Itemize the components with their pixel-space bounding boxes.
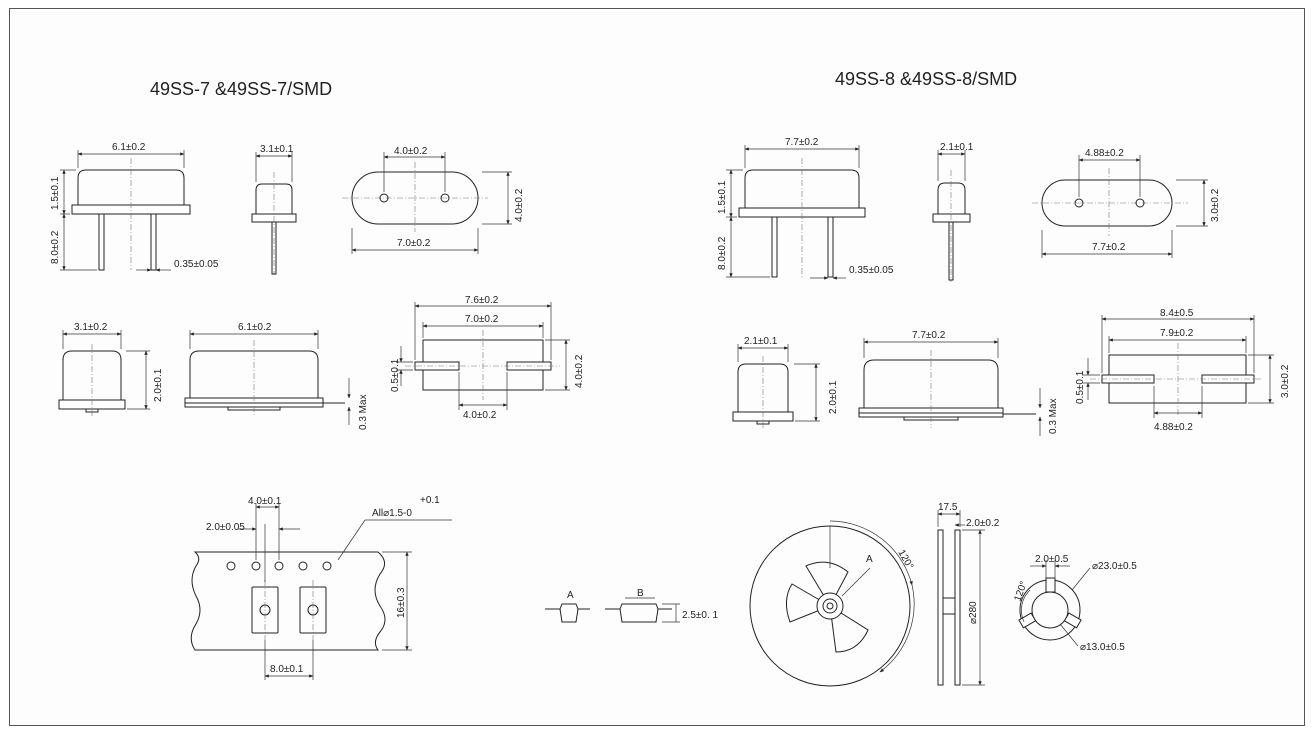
right-front-width: 7.7±0.2 [785,137,819,148]
right-top-view: 4.88±0.2 7.7±0.2 3.0±0.2 [1032,148,1221,258]
left-smd-side-height: 2.0±0.1 [153,368,164,402]
tape-cross-sections: A B 2.5±0. 1 [545,588,719,623]
tape-hole-tol: +0.1 [420,495,440,506]
left-lead-dia: 0.35±0.05 [174,259,219,270]
reel-hub-inner: ⌀13.0±0.5 [1080,642,1125,653]
right-lead-dia: 0.35±0.05 [849,265,894,276]
tape-hole-pitch: 4.0±0.1 [248,496,282,507]
reel-hub-width: 17.5 [938,502,958,513]
left-top-view: 4.0±0.2 7.0±0.2 4.0±0.2 [342,146,525,254]
left-top-height: 4.0±0.2 [514,188,525,222]
right-pad-outer: 8.4±0.5 [1160,308,1194,319]
reel-front-view: 120° A [749,520,915,687]
right-pad-thick: 0.5±0.1 [1075,370,1086,404]
reel-hub-outer: ⌀23.0±0.5 [1092,561,1137,572]
reel-key-width: 2.0±0.5 [1035,554,1069,565]
tape-pocket-pitch: 8.0±0.1 [270,664,304,675]
reel-hub-angle: 120° [1012,580,1029,603]
left-lead-length: 8.0±0.2 [50,230,61,264]
reel-angle: 120° [895,548,915,571]
right-smd-front-width: 7.7±0.2 [912,330,946,341]
tape-width: 16±0.3 [396,587,407,618]
left-pad-outer: 7.6±0.2 [465,295,499,306]
tape-hole-dia: All⌀1.5-0 [372,508,412,519]
left-side-view: 3.1±0.1 [251,144,297,275]
right-body-height: 1.5±0.1 [717,180,728,214]
right-side-width: 2.1±0.1 [940,142,974,153]
right-pad-height: 3.0±0.2 [1280,364,1291,398]
right-top-length: 7.7±0.2 [1092,242,1126,253]
left-pad-gap: 4.0±0.2 [463,410,497,421]
left-top-length: 7.0±0.2 [397,238,431,249]
right-pad-inner: 7.9±0.2 [1160,328,1194,339]
left-front-view: 6.1±0.2 1.5±0.1 8.0±0.2 0.35±0.05 [50,142,219,272]
right-title: 49SS-8 &49SS-8/SMD [835,69,1017,89]
tape-pocket-depth: 2.5±0. 1 [682,610,719,621]
reel-side-view: 17.5 2.0±0.2 ⌀280 [937,502,1000,686]
tape-label-b: B [637,588,644,599]
left-pad-inner: 7.0±0.2 [465,314,499,325]
left-pad-height: 4.0±0.2 [574,354,585,388]
left-smd-max: 0.3 Max [358,394,369,430]
left-smd-pad-view: 7.6±0.2 7.0±0.2 0.5±0.1 4.0±0.2 4.0±0.2 [390,295,585,421]
right-side-view: 2.1±0.1 [932,142,974,282]
right-front-view: 7.7±0.2 1.5±0.1 8.0±0.2 0.35±0.05 [717,137,894,280]
right-smd-side-view: 2.1±0.1 2.0±0.1 [732,336,839,430]
reel-diameter: ⌀280 [968,601,979,624]
reel-flange: 2.0±0.2 [966,518,1000,529]
left-smd-side-width: 3.1±0.2 [74,322,108,333]
right-smd-pad-view: 8.4±0.5 7.9±0.2 0.5±0.1 3.0±0.2 4.88±0.2 [1075,308,1291,433]
reel-hub-detail: 2.0±0.5 120° ⌀23.0±0.5 ⌀13.0±0.5 [1012,554,1137,653]
right-pad-gap: 4.88±0.2 [1154,422,1193,433]
left-top-pitch: 4.0±0.2 [394,146,428,157]
left-front-width: 6.1±0.2 [112,142,146,153]
carrier-tape: 4.0±0.1 2.0±0.05 +0.1 All⌀1.5-0 16±0.3 8… [190,495,452,680]
reel-label-a: A [866,554,873,565]
tape-hole-offset: 2.0±0.05 [206,522,245,533]
right-smd-side-width: 2.1±0.1 [744,336,778,347]
left-smd-side-view: 3.1±0.2 2.0±0.1 [58,322,164,418]
tape-label-a: A [567,590,574,601]
right-top-pitch: 4.88±0.2 [1085,148,1124,159]
left-body-height: 1.5±0.1 [50,176,61,210]
left-side-width: 3.1±0.1 [260,144,294,155]
left-pad-thick: 0.5±0.1 [390,358,401,392]
left-smd-front-view: 6.1±0.2 0.3 Max [184,322,369,430]
right-top-height: 3.0±0.2 [1210,188,1221,222]
right-lead-length: 8.0±0.2 [717,236,728,270]
left-smd-front-width: 6.1±0.2 [238,322,272,333]
left-title: 49SS-7 &49SS-7/SMD [150,79,332,99]
right-smd-front-view: 7.7±0.2 0.3 Max [858,330,1059,436]
right-smd-side-height: 2.0±0.1 [828,380,839,414]
right-smd-max: 0.3 Max [1048,398,1059,434]
